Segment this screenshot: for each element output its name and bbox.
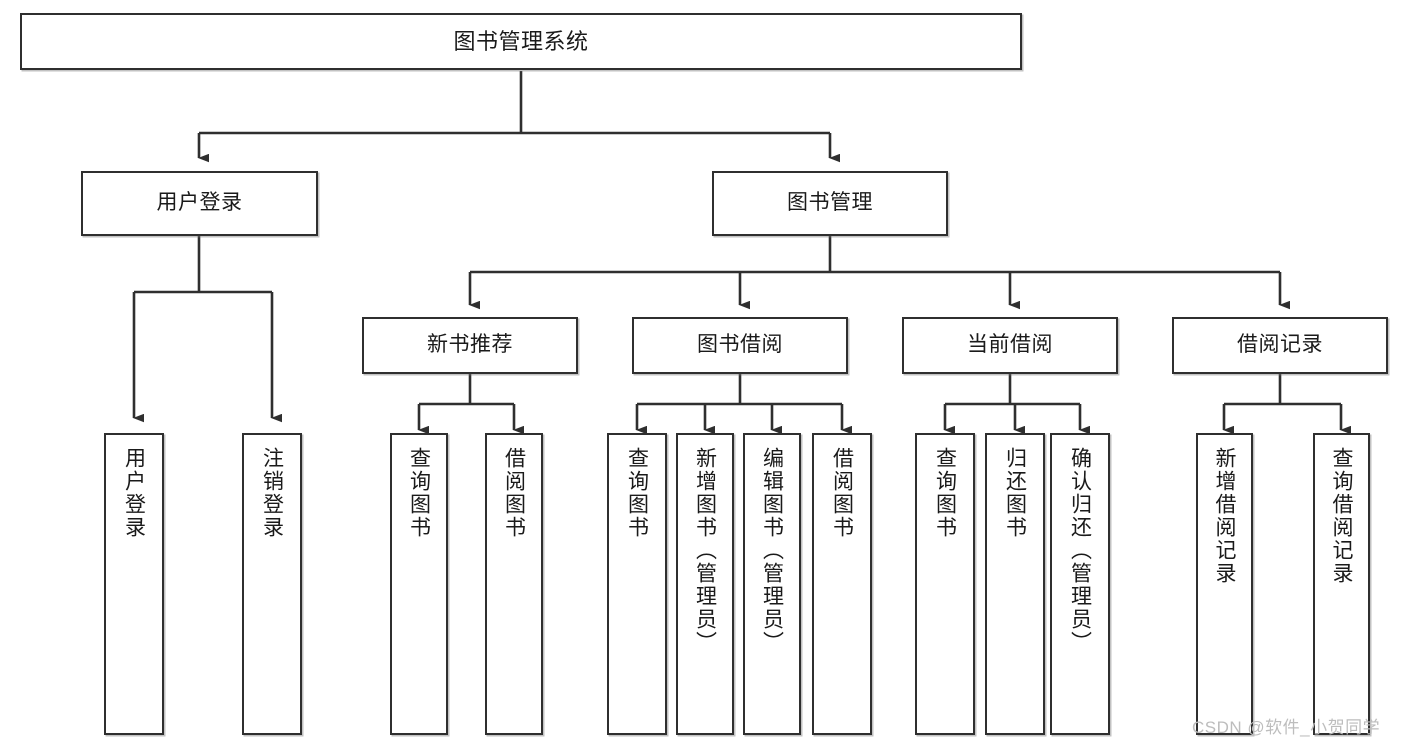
leaf-query-book-borrow[interactable]: 查询图书 [607, 433, 667, 735]
node-label: 确认归还（管理员） [1068, 447, 1092, 654]
node-label: 用户登录 [156, 191, 243, 215]
node-root-system[interactable]: 图书管理系统 [20, 13, 1022, 70]
leaf-confirm-return-admin[interactable]: 确认归还（管理员） [1050, 433, 1110, 735]
node-label: 用户登录 [122, 447, 146, 539]
node-label: 图书管理系统 [453, 28, 589, 54]
node-label: 查询图书 [933, 447, 957, 539]
node-label: 借阅记录 [1237, 333, 1323, 357]
node-label: 新增借阅记录 [1213, 447, 1236, 585]
node-label: 图书借阅 [697, 333, 783, 357]
leaf-edit-book-admin[interactable]: 编辑图书（管理员） [743, 433, 801, 735]
leaf-add-borrow-record[interactable]: 新增借阅记录 [1196, 433, 1253, 735]
leaf-return-book[interactable]: 归还图书 [985, 433, 1045, 735]
node-label: 借阅图书 [502, 447, 526, 539]
node-label: 新增图书（管理员） [693, 447, 717, 654]
node-book-management[interactable]: 图书管理 [712, 171, 948, 236]
leaf-query-borrow-record[interactable]: 查询借阅记录 [1313, 433, 1370, 735]
node-label: 借阅图书 [830, 447, 854, 539]
leaf-user-login[interactable]: 用户登录 [104, 433, 164, 735]
node-new-book-recommend[interactable]: 新书推荐 [362, 317, 578, 374]
leaf-borrow-book[interactable]: 借阅图书 [812, 433, 872, 735]
leaf-borrow-book-recommend[interactable]: 借阅图书 [485, 433, 543, 735]
csdn-watermark: CSDN @软件_小贺同学 [1192, 718, 1381, 737]
leaf-query-book-recommend[interactable]: 查询图书 [390, 433, 448, 735]
leaf-query-book-current[interactable]: 查询图书 [915, 433, 975, 735]
node-label: 图书管理 [787, 191, 873, 215]
node-label: 归还图书 [1003, 447, 1027, 539]
node-label: 当前借阅 [967, 333, 1053, 357]
leaf-add-book-admin[interactable]: 新增图书（管理员） [676, 433, 734, 735]
node-label: 查询图书 [407, 447, 431, 539]
node-label: 查询图书 [625, 447, 649, 539]
node-label: 查询借阅记录 [1330, 447, 1353, 585]
node-label: 新书推荐 [427, 333, 513, 357]
node-current-borrow[interactable]: 当前借阅 [902, 317, 1118, 374]
node-label: 注销登录 [260, 447, 284, 539]
node-book-borrow[interactable]: 图书借阅 [632, 317, 848, 374]
leaf-logout[interactable]: 注销登录 [242, 433, 302, 735]
node-borrow-records[interactable]: 借阅记录 [1172, 317, 1388, 374]
node-label: 编辑图书（管理员） [760, 447, 784, 654]
node-user-login[interactable]: 用户登录 [81, 171, 318, 236]
